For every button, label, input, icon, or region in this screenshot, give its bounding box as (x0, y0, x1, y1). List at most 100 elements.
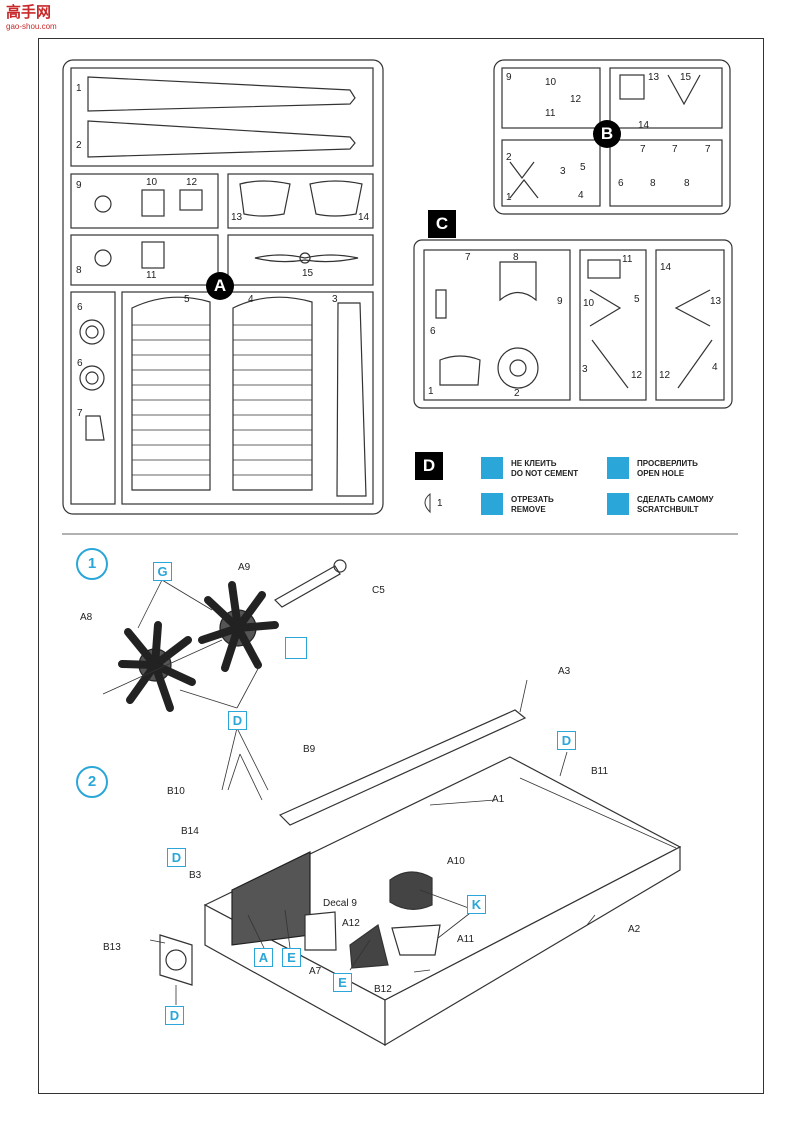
step1-cylinders (118, 581, 279, 712)
sprue-b-part-number: 7 (640, 144, 646, 155)
part-label: A9 (238, 562, 251, 573)
open-hole-icon (607, 457, 629, 479)
sprue-a-part-number: 3 (332, 294, 338, 305)
step-number-1: 1 (76, 548, 108, 580)
callout-a: A (254, 948, 273, 967)
sprue-b-part-number: 13 (648, 72, 660, 83)
part-label: C5 (372, 585, 385, 596)
sprue-c-part-number: 13 (710, 296, 722, 307)
sprue-b-part-number: 7 (672, 144, 678, 155)
part-label: A2 (628, 924, 641, 935)
step-number-2: 2 (76, 766, 108, 798)
sprue-b-part-number: 8 (650, 178, 656, 189)
part-label: A3 (558, 666, 571, 677)
sprue-a-part-number: 8 (76, 265, 82, 276)
no-cement-icon (285, 637, 307, 659)
part-label: B11 (591, 766, 609, 777)
sprue-c-part-number: 2 (514, 388, 520, 399)
sprue-a-part-number: 4 (248, 294, 254, 305)
sprue-b-part-number: 5 (580, 162, 586, 173)
part-label: A1 (492, 794, 505, 805)
sprue-b-part-number: 14 (638, 120, 650, 131)
sprue-c-part-number: 12 (631, 370, 643, 381)
sprue-b-part-number: 6 (618, 178, 624, 189)
callout-d: D (165, 1006, 184, 1025)
part-label: A8 (80, 612, 93, 623)
sprue-c-frame (413, 239, 733, 409)
callout-e: E (333, 973, 352, 992)
sprue-c-part-number: 6 (430, 326, 436, 337)
step1-axle (274, 559, 347, 608)
legend-no-cement: НЕ КЛЕИТЬ DO NOT CEMENT (511, 459, 579, 478)
sprue-c-part-number: 9 (557, 296, 563, 307)
sprue-a-part-number: 14 (358, 212, 370, 223)
step1-leaders (102, 579, 269, 791)
part-label: B10 (167, 786, 185, 797)
legend-scratchbuilt: СДЕЛАТЬ САМОМУ SCRATCHBUILT (637, 495, 714, 514)
sprue-a-part-number: 15 (302, 268, 314, 279)
callout-k: K (467, 895, 486, 914)
sprue-b-part-number: 9 (506, 72, 512, 83)
sprue-c-part-number: 5 (634, 294, 640, 305)
callout-g: G (153, 562, 172, 581)
callout-d: D (557, 731, 576, 750)
step2-leaders (149, 679, 677, 1005)
part-label: A7 (309, 966, 322, 977)
sprue-b-part-number: 12 (570, 94, 582, 105)
part-label: A11 (457, 934, 475, 945)
part-label: A12 (342, 918, 360, 929)
sprue-a-tag: A (206, 272, 234, 300)
callout-d: D (167, 848, 186, 867)
sprue-c-tag: C (428, 210, 456, 238)
sprue-b-part-number: 2 (506, 152, 512, 163)
part-label: B3 (189, 870, 202, 881)
sprue-c-part-number: 14 (660, 262, 672, 273)
sprue-c-part-number: 1 (428, 386, 434, 397)
callout-d: D (228, 711, 247, 730)
sprue-a-part-number: 9 (76, 180, 82, 191)
sprue-a-part-number: 6 (77, 358, 83, 369)
sprue-c-part-number: 3 (582, 364, 588, 375)
sprue-a-part-number: 12 (186, 177, 198, 188)
sprue-a-part-number: 5 (184, 294, 190, 305)
part-label: A10 (447, 856, 465, 867)
part-label: Decal 9 (323, 898, 357, 909)
sprue-c-part-number: 7 (465, 252, 471, 263)
watermark-url: gao-shou.com (6, 22, 57, 31)
sprue-b-part-number: 15 (680, 72, 692, 83)
sprue-b-part-number: 7 (705, 144, 711, 155)
sprue-b-part-number: 11 (545, 108, 556, 119)
sprue-c-part-number: 8 (513, 252, 519, 263)
sprue-a-part-number: 11 (146, 270, 157, 281)
sprue-a-part-number: 2 (76, 140, 82, 151)
sprue-d-part-number: 1 (437, 498, 443, 509)
no-cement-icon (481, 457, 503, 479)
part-label: B13 (103, 942, 121, 953)
sprue-b-part-number: 10 (545, 77, 557, 88)
part-label: B12 (374, 984, 392, 995)
sprue-c-part-number: 12 (659, 370, 671, 381)
sprue-b-part-number: 3 (560, 166, 566, 177)
legend-remove: ОТРЕЗАТЬ REMOVE (511, 495, 554, 514)
sprue-c-part-number: 11 (622, 254, 633, 265)
part-label: B14 (181, 826, 199, 837)
fin-ribs (132, 324, 312, 476)
sprue-b-tag: B (593, 120, 621, 148)
sprue-b-part-number: 8 (684, 178, 690, 189)
sprue-b-part-number: 1 (506, 192, 512, 203)
step2-fuselage (159, 709, 682, 1047)
watermark-logo: 高手网 (6, 3, 52, 21)
sprue-c-part-number: 4 (712, 362, 718, 373)
sprue-a-part-number: 1 (76, 83, 82, 94)
sprue-a-part-number: 7 (77, 408, 83, 419)
sprue-b-part-number: 4 (578, 190, 584, 201)
sprue-a-part-number: 6 (77, 302, 83, 313)
sprue-c-part-number: 10 (583, 298, 595, 309)
sprue-b-frame (493, 59, 731, 215)
sprue-d-tag: D (415, 452, 443, 480)
sprue-a-frame (62, 59, 384, 515)
page-frame (38, 38, 764, 1094)
callout-e: E (282, 948, 301, 967)
scratchbuilt-icon (607, 493, 629, 515)
